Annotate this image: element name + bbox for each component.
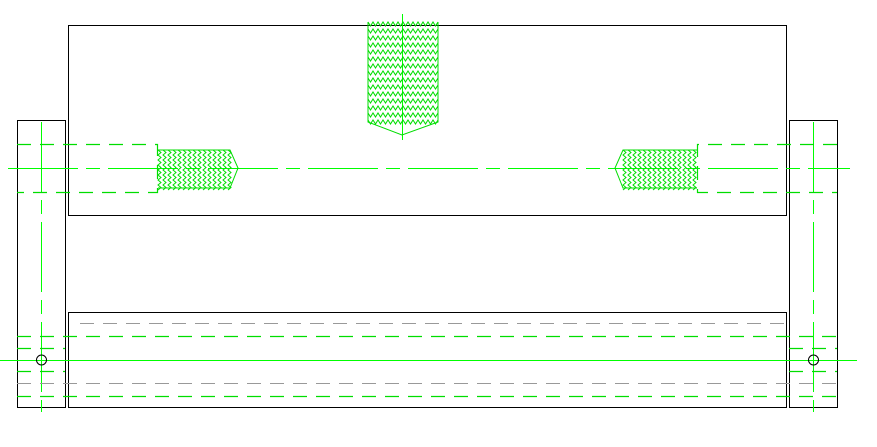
- thread-line: [652, 149, 657, 191]
- left-threaded-hole: [157, 149, 239, 191]
- thread-line: [217, 149, 222, 191]
- thread-line: [162, 149, 167, 191]
- thread-line: [637, 149, 642, 191]
- thread-line: [367, 49, 439, 55]
- thread-line: [662, 149, 667, 191]
- thread-line: [167, 149, 172, 191]
- right-threaded-hole: [614, 149, 697, 191]
- thread-line: [222, 149, 227, 191]
- thread-line: [367, 56, 439, 62]
- thread-line: [172, 149, 177, 191]
- thread-line: [367, 28, 439, 34]
- left-pin-hole: [36, 354, 47, 366]
- thread-line: [177, 149, 182, 191]
- thread-line: [627, 149, 632, 191]
- thread-line: [367, 91, 439, 97]
- left-hole-hidden-lines: [17, 143, 159, 194]
- thread-line: [614, 149, 697, 189]
- thread-line: [687, 149, 692, 191]
- thread-line: [367, 112, 439, 118]
- thread-line: [197, 149, 202, 191]
- thread-line: [692, 149, 697, 191]
- thread-line: [632, 149, 637, 191]
- thread-line: [367, 35, 439, 41]
- top-block: [68, 25, 787, 216]
- thread-line: [367, 63, 439, 69]
- thread-line: [667, 149, 672, 191]
- thread-line: [367, 21, 439, 27]
- thread-line: [647, 149, 652, 191]
- thread-line: [367, 22, 439, 136]
- thread-line: [367, 70, 439, 76]
- top-threaded-hole: [367, 21, 439, 136]
- thread-line: [367, 105, 439, 111]
- bottom-bar-hidden-lines: [17, 323, 837, 398]
- thread-line: [367, 84, 439, 90]
- thread-line: [227, 149, 232, 191]
- thread-line: [677, 149, 682, 191]
- thread-line: [187, 149, 192, 191]
- thread-line: [367, 98, 439, 104]
- thread-line: [657, 149, 662, 191]
- thread-line: [212, 149, 217, 191]
- thread-line: [158, 149, 239, 189]
- thread-line: [642, 149, 647, 191]
- thread-line: [202, 149, 207, 191]
- thread-line: [207, 149, 212, 191]
- thread-line: [192, 149, 197, 191]
- thread-line: [157, 149, 162, 191]
- thread-line: [682, 149, 687, 191]
- thread-line: [367, 42, 439, 48]
- thread-line: [367, 119, 439, 125]
- thread-line: [367, 77, 439, 83]
- thread-line: [672, 149, 677, 191]
- thread-line: [182, 149, 187, 191]
- right-pin-hole: [808, 354, 819, 366]
- thread-line: [622, 149, 627, 191]
- right-hole-hidden-lines: [696, 143, 837, 194]
